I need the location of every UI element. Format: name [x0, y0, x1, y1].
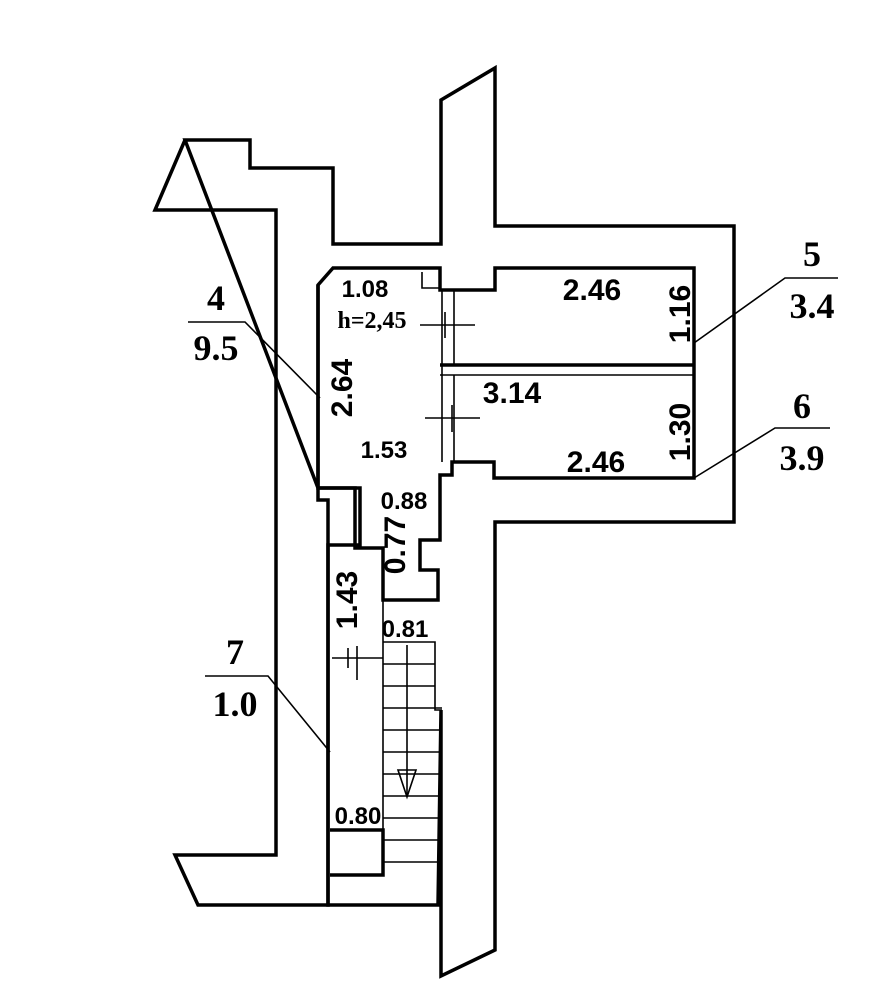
dim-2-46-bottom: 2.46: [567, 446, 625, 479]
dim-0-81: 0.81: [382, 616, 429, 643]
leader-room-6: [693, 427, 830, 479]
box-bottom: [330, 828, 385, 877]
room-area-7: 1.0: [213, 684, 258, 724]
dim-0-88: 0.88: [381, 488, 428, 515]
dim-0-77: 0.77: [379, 516, 412, 574]
stairs: [383, 641, 442, 863]
leader-room-7: [205, 675, 331, 753]
dim-1-16: 1.16: [664, 285, 697, 343]
leader-room-5: [693, 277, 838, 344]
room-area-4: 9.5: [194, 328, 239, 368]
dim-1-43: 1.43: [331, 571, 364, 629]
room-number-6: 6: [793, 386, 811, 426]
room-number-7: 7: [226, 632, 244, 672]
room-area-5: 3.4: [790, 286, 835, 326]
dim-height: h=2,45: [337, 308, 406, 334]
room-number-5: 5: [803, 234, 821, 274]
leader-room-4: [188, 321, 321, 399]
dim-0-80: 0.80: [335, 803, 382, 830]
left-wall: [152, 139, 362, 907]
dim-1-08: 1.08: [342, 276, 389, 303]
dim-2-46-top: 2.46: [563, 274, 621, 307]
dim-2-64: 2.64: [326, 358, 359, 417]
dim-3-14: 3.14: [483, 377, 542, 410]
dim-1-30: 1.30: [664, 403, 697, 461]
room-area-6: 3.9: [780, 438, 825, 478]
room-number-4: 4: [207, 278, 225, 318]
niche: [421, 272, 440, 289]
stair-direction-arrow: [396, 769, 418, 800]
dim-1-53: 1.53: [361, 437, 408, 464]
outer-wall: [182, 64, 736, 979]
